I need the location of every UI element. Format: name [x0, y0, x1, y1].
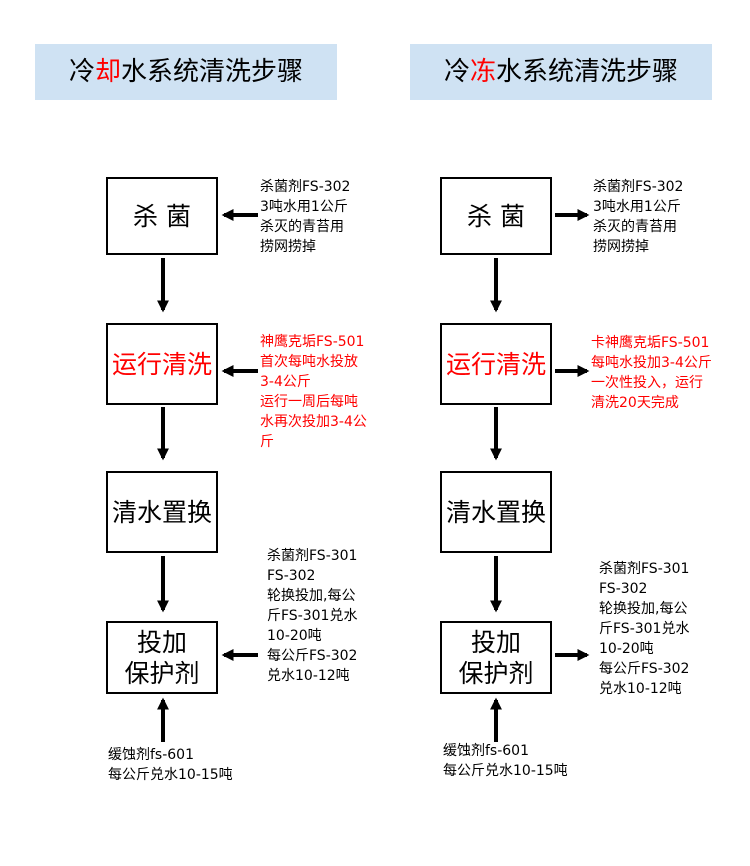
right-step-operation-clean: 运行清洗 [440, 323, 552, 405]
right-step-add-protectant: 投加 保护剂 [440, 621, 552, 694]
right-title-banner: 冷冻水系统清洗步骤 [410, 44, 712, 100]
right-step-water-replace: 清水置换 [440, 471, 552, 553]
left-note-inhibitor: 缓蚀剂fs-601 每公斤兑水10-15吨 [108, 747, 233, 783]
left-title-pre: 冷 [68, 57, 95, 87]
right-step-sterilize: 杀 菌 [440, 177, 552, 255]
left-note-clean: 神鹰克垢FS-501 首次每吨水投放 3-4公斤 运行一周后每吨 水再次投加3-… [260, 334, 367, 450]
right-note-sterilize: 杀菌剂FS-302 3吨水用1公斤 杀灭的青苔用 捞网捞掉 [593, 179, 684, 255]
left-step-sterilize: 杀 菌 [106, 177, 218, 255]
right-note-clean: 卡神鹰克垢FS-501 每吨水投加3-4公斤 一次性投入，运行 清洗20天完成 [591, 335, 712, 411]
left-step-add-protectant: 投加 保护剂 [106, 621, 218, 694]
right-note-protect: 杀菌剂FS-301 FS-302 轮换投加,每公 斤FS-301兑水 10-20… [599, 561, 690, 697]
left-note-protect: 杀菌剂FS-301 FS-302 轮换投加,每公 斤FS-301兑水 10-20… [267, 548, 358, 684]
right-title-highlight: 冻 [469, 57, 496, 87]
left-step-operation-clean: 运行清洗 [106, 323, 218, 405]
left-step-water-replace: 清水置换 [106, 471, 218, 553]
right-title-post: 水系统清洗步骤 [496, 57, 679, 87]
right-title-pre: 冷 [443, 57, 470, 87]
left-title-highlight: 却 [94, 57, 121, 87]
left-title-banner: 冷却水系统清洗步骤 [35, 44, 337, 100]
right-note-inhibitor: 缓蚀剂fs-601 每公斤兑水10-15吨 [443, 743, 568, 779]
left-title-post: 水系统清洗步骤 [121, 57, 304, 87]
left-note-sterilize: 杀菌剂FS-302 3吨水用1公斤 杀灭的青苔用 捞网捞掉 [260, 179, 351, 255]
